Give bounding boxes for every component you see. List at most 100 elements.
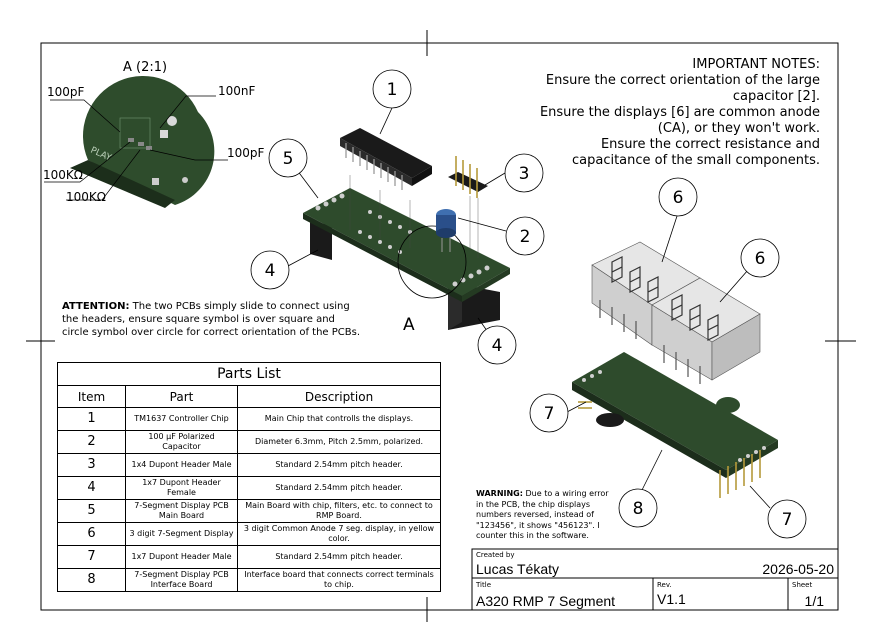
row-item: 8 <box>57 568 126 592</box>
row-description: Interface board that connects correct te… <box>237 568 441 592</box>
notes-heading: IMPORTANT NOTES: <box>692 57 820 72</box>
interface-pcb <box>572 352 778 470</box>
interface-header-pins <box>578 401 761 498</box>
callout-balloons <box>250 69 807 539</box>
table-row: 1 TM1637 Controller Chip Main Chip that … <box>57 407 441 431</box>
callout-4: 4 <box>265 261 276 281</box>
detail-board-edge <box>70 160 175 208</box>
attention-note: ATTENTION: The two PCBs simply slide to … <box>62 300 362 339</box>
seven-segment-displays <box>591 241 761 384</box>
tm1637-chip <box>340 128 432 178</box>
main-pcb-edge <box>303 213 462 302</box>
title-block <box>471 548 839 611</box>
header-part: Part <box>125 385 238 408</box>
view-label-a: A <box>403 315 415 335</box>
row-description: Main Board with chip, filters, etc. to c… <box>237 499 441 523</box>
row-item: 4 <box>57 476 126 500</box>
row-part: 7-Segment Display PCB Main Board <box>125 499 238 523</box>
callout-7: 7 <box>782 510 793 530</box>
detail-title: A (2:1) <box>123 60 167 75</box>
detail-pad-square <box>160 130 168 138</box>
row-description: Standard 2.54mm pitch header. <box>237 476 441 500</box>
note-line: Ensure the correct orientation of the la… <box>545 73 820 104</box>
callout-5: 5 <box>283 149 294 169</box>
mount-tab <box>596 413 624 427</box>
detail-label-100kohm: 100KΩ <box>66 190 106 204</box>
row-item: 6 <box>57 522 126 546</box>
callout-numbers: 1 2 3 4 4 5 6 6 7 7 8 <box>265 80 793 530</box>
row-item: 5 <box>57 499 126 523</box>
header-description: Description <box>237 385 441 408</box>
row-description: Diameter 6.3mm, Pitch 2.5mm, polarized. <box>237 430 441 454</box>
table-row: 3 1x4 Dupont Header Male Standard 2.54mm… <box>57 453 441 477</box>
chip-pins <box>345 143 403 190</box>
display-digits <box>611 256 719 341</box>
drawing-frame <box>40 42 839 611</box>
sheet-value: 1/1 <box>804 593 824 609</box>
sheet-label: Sheet <box>792 581 813 589</box>
detail-circle-a <box>397 225 467 299</box>
table-row: 4 1x7 Dupont Header Female Standard 2.54… <box>57 476 441 500</box>
smd-component <box>128 138 134 142</box>
callout-6: 6 <box>755 249 766 269</box>
row-part: 7-Segment Display PCB Interface Board <box>125 568 238 592</box>
row-part: 1x7 Dupont Header Male <box>125 545 238 569</box>
parts-list-title: Parts List <box>57 362 441 386</box>
row-part: 1x4 Dupont Header Male <box>125 453 238 477</box>
main-board-assembly: A <box>303 128 510 335</box>
interface-board-assembly <box>572 352 778 498</box>
title-value: A320 RMP 7 Segment <box>476 593 616 609</box>
callout-8: 8 <box>633 499 644 519</box>
male-header-1x4 <box>448 172 488 192</box>
table-row: 5 7-Segment Display PCB Main Board Main … <box>57 499 441 523</box>
callout-3: 3 <box>519 164 530 184</box>
row-part: TM1637 Controller Chip <box>125 407 238 431</box>
row-part: 100 µF Polarized Capacitor <box>125 430 238 454</box>
detail-pad-circle <box>167 116 177 126</box>
warning-text: Due to a wiring error in the PCB, the ch… <box>476 489 609 541</box>
detail-view-a: A (2:1) PLAY 100pF 100nF 100pF 100KΩ 100… <box>43 60 265 208</box>
attention-label: ATTENTION: <box>62 301 130 312</box>
created-by-label: Created by <box>476 551 515 559</box>
detail-label-100nf: 100nF <box>218 84 256 98</box>
callout-7: 7 <box>544 404 555 424</box>
detail-pad <box>182 177 188 183</box>
row-part: 3 digit 7-Segment Display <box>125 522 238 546</box>
row-description: Standard 2.54mm pitch header. <box>237 453 441 477</box>
warning-note: WARNING: Due to a wiring error in the PC… <box>476 489 612 542</box>
detail-label-100pf: 100pF <box>227 146 265 160</box>
row-description: Standard 2.54mm pitch header. <box>237 545 441 569</box>
title-label: Title <box>476 581 492 589</box>
detail-label-100pf: 100pF <box>47 85 85 99</box>
header-item: Item <box>57 385 126 408</box>
rev-label: Rev. <box>657 581 672 589</box>
row-item: 3 <box>57 453 126 477</box>
row-description: 3 digit Common Anode 7 seg. display, in … <box>237 522 441 546</box>
detail-label-100kohm: 100KΩ <box>43 168 83 182</box>
callout-6: 6 <box>673 188 684 208</box>
detail-pad <box>152 178 159 185</box>
created-by-value: Lucas Tékaty <box>476 561 560 577</box>
detail-board <box>82 75 215 206</box>
callout-2: 2 <box>520 227 531 247</box>
smd-component <box>146 146 152 150</box>
row-item: 1 <box>57 407 126 431</box>
detail-silkscreen <box>119 117 151 149</box>
callout-1: 1 <box>387 80 398 100</box>
row-description: Main Chip that controlls the displays. <box>237 407 441 431</box>
table-row: 6 3 digit 7-Segment Display 3 digit Comm… <box>57 522 441 546</box>
smd-component <box>138 142 144 146</box>
table-row: 8 7-Segment Display PCB Interface Board … <box>57 568 441 592</box>
table-row: 7 1x7 Dupont Header Male Standard 2.54mm… <box>57 545 441 569</box>
callout-4: 4 <box>492 336 503 356</box>
table-row: 2 100 µF Polarized Capacitor Diameter 6.… <box>57 430 441 454</box>
date-value: 2026-05-20 <box>762 561 834 577</box>
note-line: Ensure the displays [6] are common anode… <box>539 105 820 136</box>
row-item: 7 <box>57 545 126 569</box>
parts-list-table: Parts List Item Part Description 1 TM163… <box>57 362 441 592</box>
important-notes: IMPORTANT NOTES: Ensure the correct orie… <box>520 57 820 169</box>
row-part: 1x7 Dupont Header Female <box>125 476 238 500</box>
mount-tab <box>716 397 740 413</box>
rev-value: V1.1 <box>657 591 686 607</box>
